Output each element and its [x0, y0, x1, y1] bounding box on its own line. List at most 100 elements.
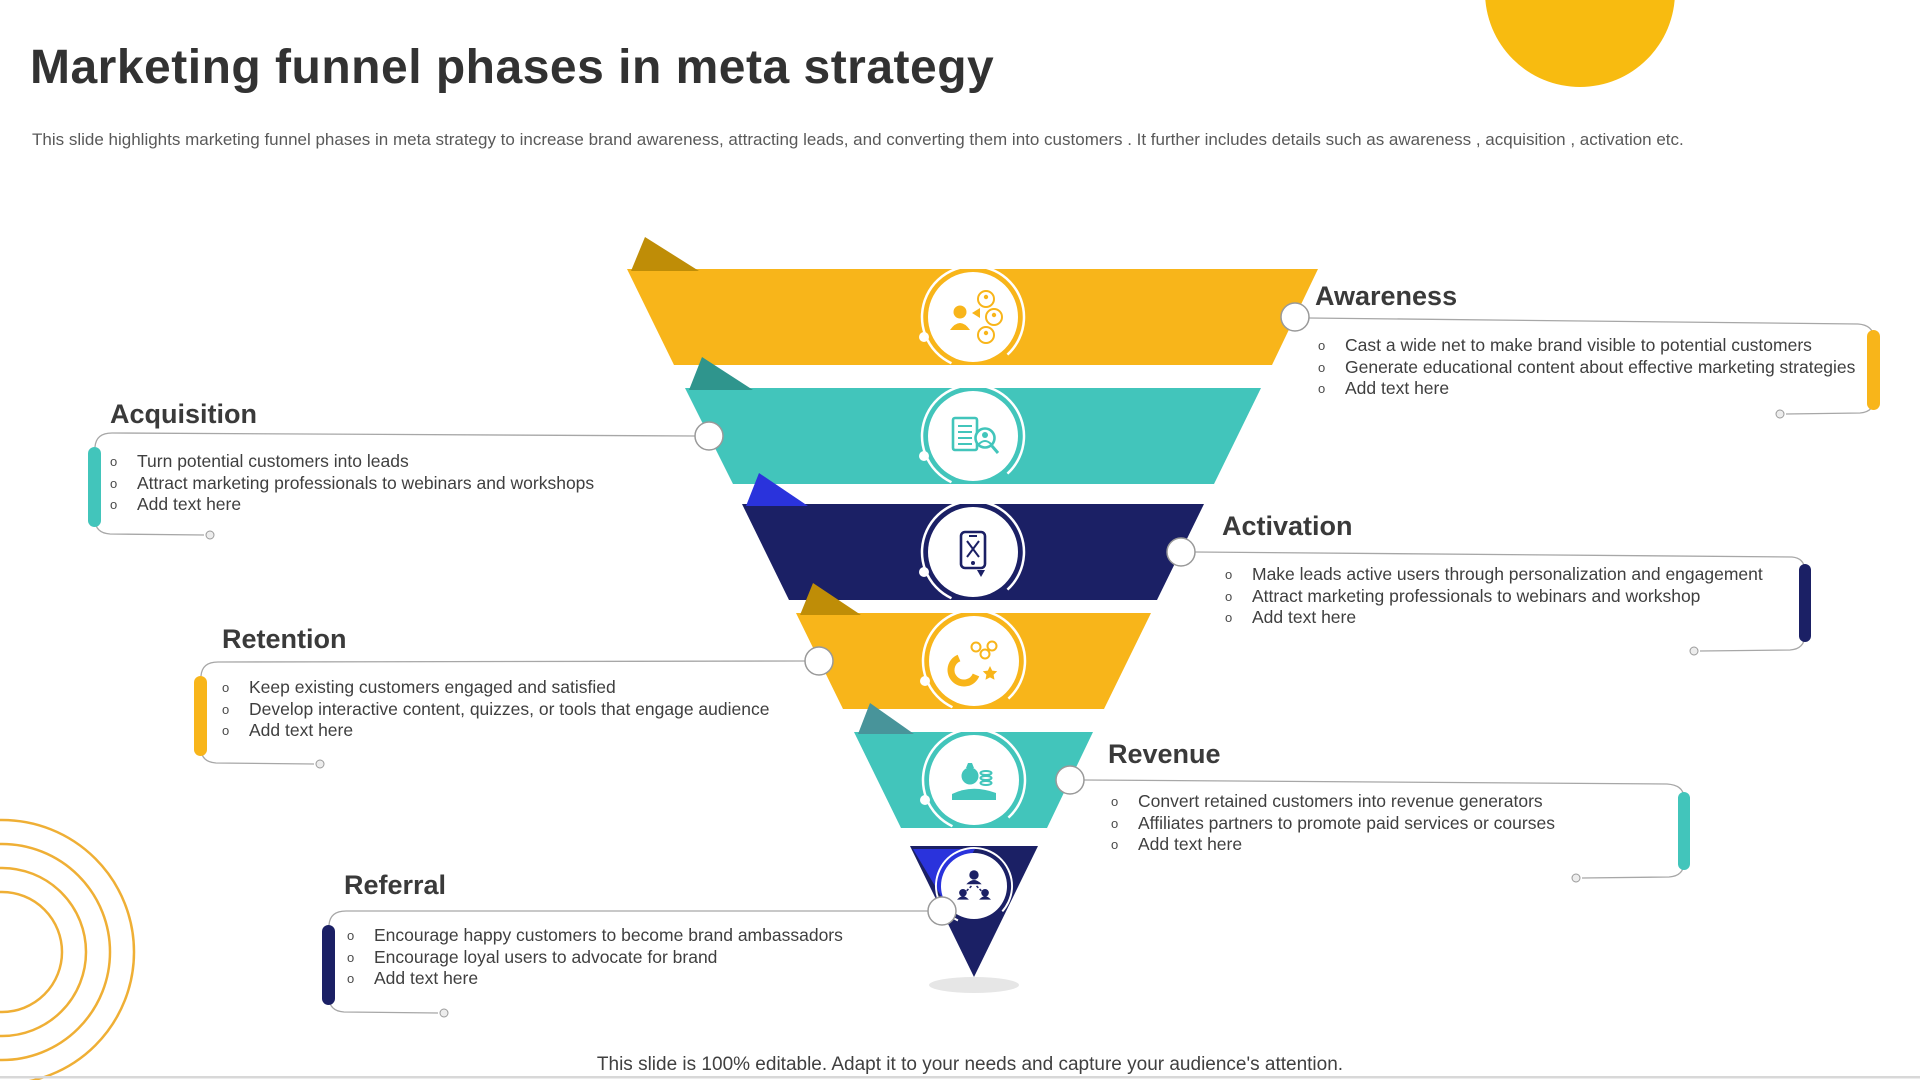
list-item: o Add text here — [110, 494, 730, 516]
list-item: o Add text here — [1111, 834, 1711, 856]
acquisition-connector-dot — [694, 421, 724, 451]
acquisition-fold — [689, 357, 753, 390]
slide-subtitle: This slide highlights marketing funnel p… — [32, 130, 1684, 149]
acquisition-bottom-hook — [94, 518, 205, 536]
awareness-bullets: o Cast a wide net to make brand visible … — [1318, 335, 1918, 400]
awareness-fold — [631, 237, 699, 271]
list-item: o Keep existing customers engaged and sa… — [222, 677, 862, 699]
bullet-text: Convert retained customers into revenue … — [1138, 791, 1543, 811]
retention-bullets: o Keep existing customers engaged and sa… — [222, 677, 862, 742]
retention-bottom-hook — [200, 747, 315, 765]
leads-report-icon — [919, 383, 1026, 489]
activation-fold — [746, 473, 808, 506]
awareness-connector-dot — [1280, 302, 1310, 332]
hand-money-icon — [920, 727, 1027, 833]
bullet-marker: o — [1225, 588, 1233, 604]
bullet-text: Add text here — [1138, 834, 1243, 854]
bullet-marker: o — [1225, 610, 1233, 625]
activation-connector-dot — [1166, 537, 1196, 567]
bullet-text: Add text here — [374, 968, 479, 988]
referral-heading: Referral — [344, 870, 447, 900]
page-title: Marketing funnel phases in meta strategy — [30, 41, 995, 94]
activation-heading: Activation — [1222, 511, 1353, 541]
bullet-marker: o — [110, 497, 118, 512]
decor-circle-top-right — [1485, 0, 1675, 87]
bullet-text: Cast a wide net to make brand visible to… — [1345, 335, 1812, 355]
list-item: o Cast a wide net to make brand visible … — [1318, 335, 1918, 357]
mobile-engagement-icon — [919, 499, 1026, 605]
list-item: o Attract marketing professionals to web… — [1225, 586, 1845, 608]
bullet-marker: o — [1225, 567, 1233, 582]
revenue-connector-dot — [1055, 765, 1085, 795]
list-item: o Add text here — [347, 968, 967, 990]
bullet-marker: o — [110, 454, 118, 469]
retention-fold — [800, 583, 861, 615]
bullet-text: Add text here — [1345, 378, 1450, 398]
retention-heading: Retention — [222, 624, 347, 654]
retention-connector-dot — [804, 646, 834, 676]
bullet-text: Keep existing customers engaged and sati… — [249, 677, 616, 697]
acquisition-accent-bar — [88, 447, 101, 527]
bullet-marker: o — [1111, 837, 1119, 852]
referral-bottom-hook — [328, 996, 439, 1014]
revenue-fold — [858, 703, 914, 734]
list-item: o Encourage happy customers to become br… — [347, 925, 967, 947]
list-item: o Add text here — [222, 720, 862, 742]
bullet-marker: o — [222, 723, 230, 738]
revenue-hook-marker — [1571, 873, 1581, 883]
revenue-accent-bar — [1678, 792, 1690, 870]
funnel-tip-shadow — [929, 977, 1019, 993]
bullet-marker: o — [110, 475, 118, 491]
activation-hook-marker — [1689, 646, 1699, 656]
list-item: o Make leads active users through person… — [1225, 564, 1845, 586]
list-item: o Convert retained customers into revenu… — [1111, 791, 1711, 813]
list-item: o Develop interactive content, quizzes, … — [222, 699, 862, 721]
editable-note: This slide is 100% editable. Adapt it to… — [596, 1054, 1344, 1075]
acquisition-bullets: o Turn potential customers into leads o … — [110, 451, 730, 516]
bullet-marker: o — [347, 949, 355, 965]
list-item: o Turn potential customers into leads — [110, 451, 730, 473]
bullet-text: Encourage loyal users to advocate for br… — [374, 946, 718, 967]
bullet-marker: o — [1111, 815, 1119, 831]
referral-connector-line — [328, 910, 928, 926]
acquisition-hook-marker — [205, 530, 215, 540]
list-item: o Add text here — [1318, 378, 1918, 400]
referral-hook-marker — [439, 1008, 449, 1018]
bullet-text: Turn potential customers into leads — [137, 451, 409, 471]
activation-bullets: o Make leads active users through person… — [1225, 564, 1845, 629]
bullet-text: Make leads active users through personal… — [1252, 564, 1763, 584]
bullet-marker: o — [222, 701, 230, 717]
list-item: o Generate educational content about eff… — [1318, 357, 1918, 379]
referral-accent-bar — [322, 925, 335, 1005]
megaphone-broadcast-icon — [919, 264, 1026, 370]
list-item: o Attract marketing professionals to web… — [110, 473, 730, 495]
revenue-heading: Revenue — [1108, 739, 1221, 769]
bullet-text: Add text here — [249, 720, 354, 740]
bottom-border-line — [0, 1076, 1920, 1079]
bullet-text: Attract marketing professionals to webin… — [137, 472, 595, 493]
retention-connector-line — [200, 660, 806, 677]
revenue-bullets: o Convert retained customers into revenu… — [1111, 791, 1711, 856]
list-item: o Add text here — [1225, 607, 1845, 629]
awareness-heading: Awareness — [1315, 281, 1458, 311]
acquisition-heading: Acquisition — [110, 399, 257, 429]
bullet-text: Generate educational content about effec… — [1345, 356, 1856, 377]
bullet-marker: o — [347, 971, 355, 986]
bullet-text: Encourage happy customers to become bran… — [374, 925, 843, 945]
decor-rings-bottom-left — [0, 818, 136, 1080]
retention-hook-marker — [315, 759, 325, 769]
retention-accent-bar — [194, 676, 207, 756]
magnet-attraction-icon — [920, 608, 1027, 714]
referral-bullets: o Encourage happy customers to become br… — [347, 925, 967, 990]
referral-connector-dot — [927, 896, 957, 926]
list-item: o Encourage loyal users to advocate for … — [347, 947, 967, 969]
acquisition-connector-line — [94, 432, 696, 448]
bullet-marker: o — [1318, 381, 1326, 396]
bullet-marker: o — [347, 928, 355, 943]
bullet-marker: o — [1318, 359, 1326, 375]
bullet-text: Develop interactive content, quizzes, or… — [249, 698, 770, 719]
bullet-text: Affiliates partners to promote paid serv… — [1138, 812, 1555, 833]
awareness-hook-marker — [1775, 409, 1785, 419]
bullet-marker: o — [222, 680, 230, 695]
